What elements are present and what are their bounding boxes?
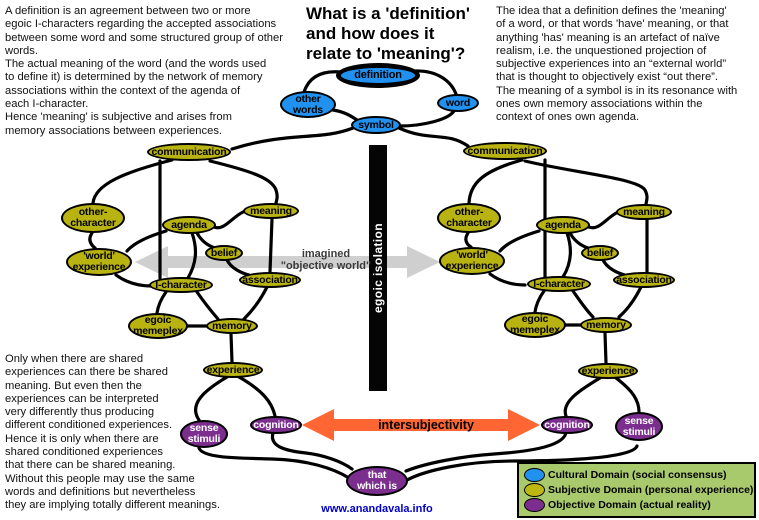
node-belief-right: belief bbox=[581, 245, 619, 261]
edge bbox=[212, 210, 245, 230]
edge bbox=[270, 431, 354, 471]
node-i-character-right: I-character bbox=[527, 276, 591, 292]
edge bbox=[208, 159, 279, 205]
node-that-which-is: that which is bbox=[346, 466, 408, 496]
edge bbox=[571, 289, 595, 319]
connector-lines bbox=[88, 69, 649, 482]
edge bbox=[229, 332, 234, 364]
edge bbox=[614, 376, 641, 414]
node-other-character-right: other- character bbox=[437, 203, 501, 233]
node-meaning-right: meaning bbox=[616, 204, 672, 220]
paragraph-top-left: A definition is an agreement between two… bbox=[5, 5, 283, 137]
node-memory-right: memory bbox=[580, 317, 632, 333]
imagined-objective-world-label: imagined "objective world" bbox=[280, 248, 372, 272]
subjective-domain-swatch bbox=[524, 482, 545, 497]
node-experience-right: experience bbox=[578, 363, 638, 379]
egoic-isolation-bar: egoic isolation bbox=[369, 145, 387, 391]
node-belief-left: belief bbox=[205, 245, 243, 261]
edge bbox=[563, 376, 602, 418]
node-word: word bbox=[437, 94, 479, 112]
paragraph-bottom-left: Only when there are shared experiences c… bbox=[5, 353, 220, 512]
node-egoic-memeplex-left: egoic memeplex bbox=[128, 313, 188, 339]
edge bbox=[568, 231, 590, 250]
edge bbox=[193, 375, 229, 422]
edge bbox=[186, 231, 198, 280]
gray-double-arrow bbox=[135, 246, 440, 278]
node-association-left: association bbox=[239, 272, 301, 288]
edge bbox=[617, 285, 643, 319]
node-cognition-left: cognition bbox=[250, 416, 302, 434]
node-sense-stimuli-right: sense stimuli bbox=[615, 412, 663, 441]
edge bbox=[405, 444, 639, 482]
edge bbox=[601, 258, 627, 277]
edge bbox=[404, 431, 568, 473]
edge bbox=[242, 285, 269, 321]
node-communication-left: communication bbox=[147, 143, 231, 161]
edge bbox=[603, 331, 608, 365]
website-link[interactable]: www.anandavala.info bbox=[321, 503, 433, 515]
objective-domain-swatch bbox=[524, 498, 545, 513]
page-title: What is a 'definition' and how does it r… bbox=[306, 4, 470, 63]
node-other-words: other words bbox=[280, 91, 336, 118]
legend: Cultural Domain (social consensus) Subje… bbox=[517, 462, 756, 518]
edge bbox=[398, 109, 456, 128]
node-cognition-right: cognition bbox=[541, 416, 593, 434]
edge bbox=[498, 229, 541, 253]
edge bbox=[331, 108, 359, 122]
legend-label: Objective Domain (actual reality) bbox=[548, 499, 711, 512]
legend-label: Cultural Domain (social consensus) bbox=[548, 468, 727, 481]
node-experience-left: experience bbox=[203, 362, 263, 378]
node-egoic-memeplex-right: egoic memeplex bbox=[504, 312, 566, 338]
edge bbox=[523, 159, 649, 206]
edge bbox=[464, 231, 473, 249]
edge bbox=[195, 290, 220, 321]
node-meaning-left: meaning bbox=[243, 203, 299, 219]
edge bbox=[412, 69, 458, 96]
edge bbox=[268, 217, 274, 274]
edge bbox=[587, 210, 620, 230]
edge bbox=[533, 289, 546, 314]
edge bbox=[88, 231, 97, 250]
node-definition: definition bbox=[336, 63, 420, 88]
node-i-character-left: I-character bbox=[149, 277, 213, 293]
edge bbox=[488, 272, 527, 287]
node-world-experience-left: 'world' experience bbox=[66, 248, 132, 276]
edge bbox=[302, 70, 343, 94]
node-agenda-left: agenda bbox=[162, 216, 216, 234]
node-agenda-right: agenda bbox=[536, 216, 590, 234]
intersubjectivity-label: intersubjectivity bbox=[378, 418, 474, 432]
edge bbox=[197, 446, 351, 480]
paragraph-top-right: The idea that a definition defines the '… bbox=[496, 5, 738, 124]
node-communication-right: communication bbox=[463, 142, 547, 160]
edge bbox=[230, 126, 355, 151]
legend-item-subjective: Subjective Domain (personal experience) bbox=[524, 482, 753, 497]
legend-item-objective: Objective Domain (actual reality) bbox=[524, 498, 749, 513]
edge bbox=[155, 290, 168, 315]
node-other-character-left: other- character bbox=[61, 203, 125, 233]
edge bbox=[237, 375, 277, 418]
legend-label: Subjective Domain (personal experience) bbox=[548, 483, 754, 496]
legend-item-cultural: Cultural Domain (social consensus) bbox=[524, 467, 749, 482]
edge bbox=[125, 229, 168, 253]
edge bbox=[467, 158, 524, 205]
cultural-domain-swatch bbox=[524, 467, 545, 482]
edge bbox=[114, 273, 153, 288]
edge bbox=[397, 126, 470, 148]
node-symbol: symbol bbox=[351, 116, 401, 134]
node-sense-stimuli-left: sense stimuli bbox=[180, 420, 228, 448]
orange-double-arrow bbox=[302, 409, 540, 441]
node-world-experience-right: 'world' experience bbox=[439, 247, 505, 275]
node-association-right: association bbox=[613, 272, 675, 288]
node-memory-left: memory bbox=[206, 318, 258, 334]
edge bbox=[561, 231, 573, 279]
